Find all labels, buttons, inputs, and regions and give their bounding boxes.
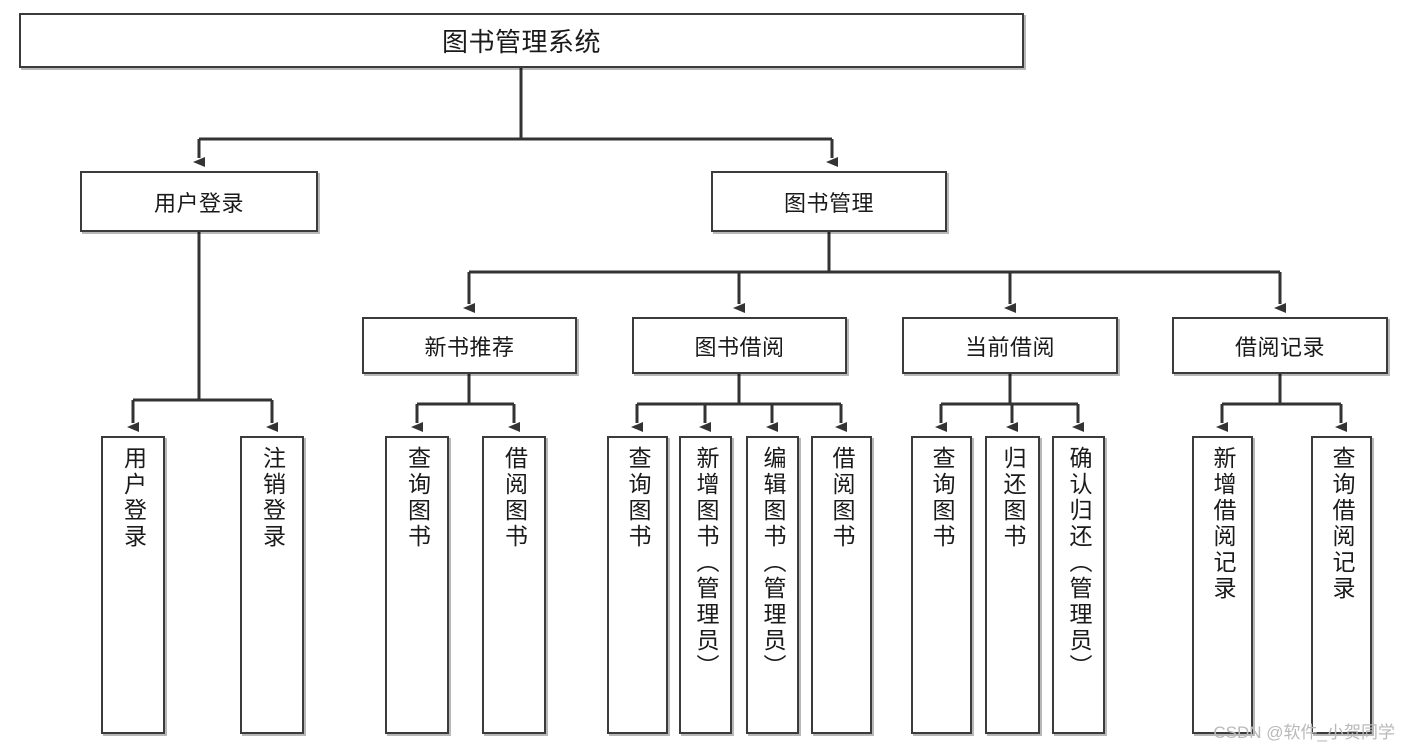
leaf-add-record[interactable]: 新增借阅记录 [1192, 436, 1253, 734]
node-new-book-rec-label: 新书推荐 [424, 334, 515, 360]
leaf-logout-label: 注销登录 [259, 446, 286, 550]
leaf-return-book[interactable]: 归还图书 [985, 436, 1040, 734]
leaf-borrow-book-label: 借阅图书 [829, 446, 855, 550]
node-book-manage[interactable]: 图书管理 [711, 171, 947, 232]
leaf-logout[interactable]: 注销登录 [240, 436, 304, 734]
leaf-query-book-label: 查询图书 [625, 446, 651, 550]
leaf-user-login-label: 用户登录 [120, 446, 147, 550]
leaf-query-record-label: 查询借阅记录 [1329, 446, 1355, 602]
leaf-borrow-book[interactable]: 借阅图书 [811, 436, 872, 734]
node-user-login-label: 用户登录 [153, 190, 244, 216]
node-book-borrow[interactable]: 图书借阅 [632, 317, 847, 374]
leaf-confirm-return[interactable]: 确认归还（管理员） [1052, 436, 1105, 734]
leaf-query-book[interactable]: 查询图书 [607, 436, 668, 734]
leaf-confirm-return-label: 确认归还（管理员） [1066, 446, 1092, 680]
node-user-login[interactable]: 用户登录 [80, 171, 318, 232]
node-book-borrow-label: 图书借阅 [694, 334, 785, 360]
node-root[interactable]: 图书管理系统 [19, 13, 1024, 68]
leaf-return-book-label: 归还图书 [1000, 446, 1026, 550]
node-borrow-record[interactable]: 借阅记录 [1172, 317, 1388, 374]
leaf-query-record[interactable]: 查询借阅记录 [1311, 436, 1372, 734]
leaf-query-book-current[interactable]: 查询图书 [911, 436, 972, 734]
leaf-add-record-label: 新增借阅记录 [1210, 446, 1236, 602]
leaf-borrow-book-rec[interactable]: 借阅图书 [482, 436, 546, 734]
leaf-user-login[interactable]: 用户登录 [101, 436, 165, 734]
leaf-add-book[interactable]: 新增图书（管理员） [679, 436, 732, 734]
leaf-query-book-rec-label: 查询图书 [404, 446, 431, 550]
node-root-label: 图书管理系统 [441, 27, 601, 57]
leaf-add-book-label: 新增图书（管理员） [693, 446, 719, 680]
node-borrow-record-label: 借阅记录 [1234, 334, 1325, 360]
leaf-query-book-rec[interactable]: 查询图书 [385, 436, 449, 734]
node-current-borrow[interactable]: 当前借阅 [902, 317, 1118, 374]
leaf-borrow-book-rec-label: 借阅图书 [501, 446, 528, 550]
leaf-query-book-current-label: 查询图书 [929, 446, 955, 550]
node-book-manage-label: 图书管理 [783, 190, 874, 216]
node-current-borrow-label: 当前借阅 [964, 334, 1055, 360]
leaf-edit-book[interactable]: 编辑图书（管理员） [746, 436, 799, 734]
leaf-edit-book-label: 编辑图书（管理员） [760, 446, 786, 680]
node-new-book-rec[interactable]: 新书推荐 [362, 317, 577, 374]
